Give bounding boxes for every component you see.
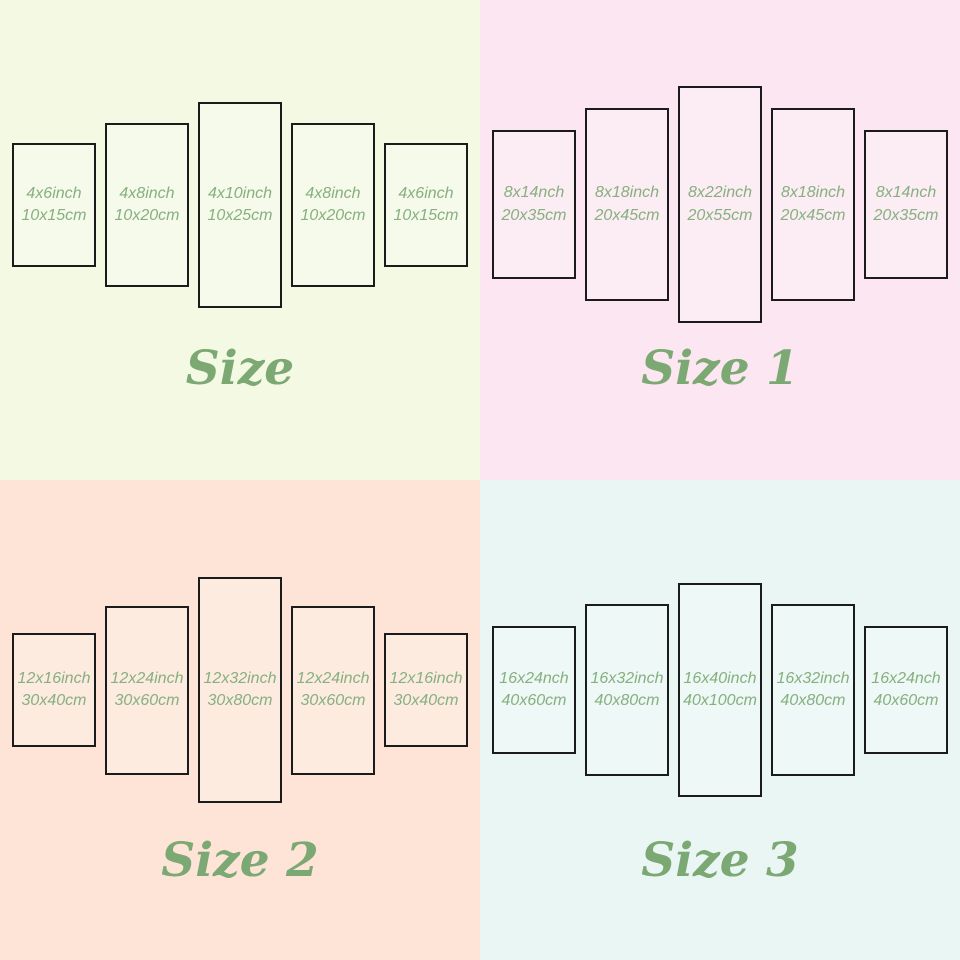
dimension-inch: 12x32inch xyxy=(203,669,277,687)
canvas-panel: 16x32inch 40x80cm xyxy=(771,604,855,776)
canvas-panel: 8x18inch 20x45cm xyxy=(771,108,855,301)
size-title: Size 3 xyxy=(641,833,799,888)
dimension-cm: 30x80cm xyxy=(207,692,273,709)
panel-dimensions: 12x24inch 30x60cm xyxy=(111,668,184,713)
dimension-inch: 4x10inch xyxy=(207,184,273,202)
canvas-panel: 16x24nch 40x60cm xyxy=(864,626,948,754)
canvas-panel: 4x6inch 10x15cm xyxy=(384,143,468,267)
dimension-inch: 16x40inch xyxy=(683,669,757,687)
dimension-cm: 20x45cm xyxy=(780,206,846,224)
dimension-cm: 10x25cm xyxy=(207,207,273,224)
panel-dimensions: 16x24nch 40x60cm xyxy=(499,668,568,713)
panel-row: 12x16inch 30x40cm 12x24inch 30x60cm 12x3… xyxy=(12,577,468,803)
canvas-panel: 4x8inch 10x20cm xyxy=(291,123,375,287)
panel-dimensions: 16x32inch 40x80cm xyxy=(591,668,664,713)
dimension-inch: 16x24nch xyxy=(499,669,569,687)
canvas-panel: 12x24inch 30x60cm xyxy=(291,605,375,775)
canvas-panel: 16x40inch 40x100cm xyxy=(678,583,762,797)
canvas-panel: 8x14nch 20x35cm xyxy=(492,130,576,279)
dimension-inch: 16x24nch xyxy=(871,669,941,687)
dimension-cm: 30x40cm xyxy=(21,692,87,709)
dimension-cm: 30x60cm xyxy=(114,692,180,709)
panel-dimensions: 4x6inch 10x15cm xyxy=(394,183,459,228)
dimension-inch: 4x8inch xyxy=(119,184,175,202)
canvas-panel: 12x32inch 30x80cm xyxy=(198,577,282,803)
panel-dimensions: 4x8inch 10x20cm xyxy=(115,183,180,228)
panel-dimensions: 12x32inch 30x80cm xyxy=(204,668,277,713)
panel-dimensions: 16x40inch 40x100cm xyxy=(683,668,757,713)
dimension-inch: 16x32inch xyxy=(590,669,664,687)
size-title: Size 2 xyxy=(161,833,319,888)
dimension-cm: 10x15cm xyxy=(393,207,459,224)
panel-dimensions: 8x22inch 20x55cm xyxy=(688,182,753,227)
size-title: Size xyxy=(185,341,295,396)
dimension-cm: 10x20cm xyxy=(114,207,180,224)
dimension-cm: 20x35cm xyxy=(873,206,939,224)
canvas-panel: 8x22inch 20x55cm xyxy=(678,86,762,323)
panel-dimensions: 4x10inch 10x25cm xyxy=(208,183,273,228)
dimension-cm: 40x80cm xyxy=(780,692,846,709)
canvas-panel: 12x16inch 30x40cm xyxy=(384,633,468,747)
panel-dimensions: 8x18inch 20x45cm xyxy=(781,182,846,227)
canvas-panel: 12x16inch 30x40cm xyxy=(12,633,96,747)
dimension-inch: 8x22inch xyxy=(687,184,753,202)
dimension-cm: 40x100cm xyxy=(683,692,757,709)
dimension-cm: 20x35cm xyxy=(501,206,567,224)
panel-dimensions: 16x32inch 40x80cm xyxy=(777,668,850,713)
dimension-inch: 4x6inch xyxy=(26,184,82,202)
panel-dimensions: 12x16inch 30x40cm xyxy=(18,668,91,713)
dimension-inch: 8x18inch xyxy=(594,184,660,202)
dimension-cm: 10x20cm xyxy=(300,207,366,224)
panel-dimensions: 16x24nch 40x60cm xyxy=(871,668,940,713)
size-title: Size 1 xyxy=(641,341,799,396)
quadrant-size-2: 12x16inch 30x40cm 12x24inch 30x60cm 12x3… xyxy=(0,480,480,960)
canvas-panel: 4x6inch 10x15cm xyxy=(12,143,96,267)
dimension-cm: 30x60cm xyxy=(300,692,366,709)
panel-dimensions: 8x14nch 20x35cm xyxy=(502,182,567,227)
panel-row: 8x14nch 20x35cm 8x18inch 20x45cm 8x22inc… xyxy=(492,86,948,323)
dimension-inch: 12x16inch xyxy=(17,669,91,687)
canvas-panel: 4x8inch 10x20cm xyxy=(105,123,189,287)
canvas-panel: 4x10inch 10x25cm xyxy=(198,102,282,308)
canvas-panel: 12x24inch 30x60cm xyxy=(105,605,189,775)
dimension-cm: 20x45cm xyxy=(594,206,660,224)
dimension-cm: 10x15cm xyxy=(21,207,87,224)
panel-row: 4x6inch 10x15cm 4x8inch 10x20cm 4x10inch… xyxy=(12,102,468,308)
dimension-inch: 8x14nch xyxy=(503,184,565,202)
panel-dimensions: 12x16inch 30x40cm xyxy=(390,668,463,713)
dimension-cm: 40x60cm xyxy=(873,692,939,709)
canvas-panel: 16x24nch 40x60cm xyxy=(492,626,576,754)
quadrant-size: 4x6inch 10x15cm 4x8inch 10x20cm 4x10inch… xyxy=(0,0,480,480)
quadrant-size-1: 8x14nch 20x35cm 8x18inch 20x45cm 8x22inc… xyxy=(480,0,960,480)
canvas-panel: 16x32inch 40x80cm xyxy=(585,604,669,776)
dimension-inch: 16x32inch xyxy=(776,669,850,687)
dimension-inch: 12x16inch xyxy=(389,669,463,687)
panel-dimensions: 8x14nch 20x35cm xyxy=(874,182,939,227)
dimension-cm: 30x40cm xyxy=(393,692,459,709)
dimension-inch: 8x14nch xyxy=(875,184,937,202)
canvas-panel: 8x18inch 20x45cm xyxy=(585,108,669,301)
quadrant-size-3: 16x24nch 40x60cm 16x32inch 40x80cm 16x40… xyxy=(480,480,960,960)
dimension-inch: 12x24inch xyxy=(110,669,184,687)
panel-row: 16x24nch 40x60cm 16x32inch 40x80cm 16x40… xyxy=(492,583,948,797)
canvas-panel: 8x14nch 20x35cm xyxy=(864,130,948,279)
dimension-inch: 12x24inch xyxy=(296,669,370,687)
dimension-cm: 40x80cm xyxy=(594,692,660,709)
dimension-cm: 20x55cm xyxy=(687,206,753,224)
panel-dimensions: 8x18inch 20x45cm xyxy=(595,182,660,227)
panel-dimensions: 4x6inch 10x15cm xyxy=(22,183,87,228)
dimension-inch: 4x8inch xyxy=(305,184,361,202)
dimension-inch: 8x18inch xyxy=(780,184,846,202)
panel-dimensions: 4x8inch 10x20cm xyxy=(301,183,366,228)
panel-dimensions: 12x24inch 30x60cm xyxy=(297,668,370,713)
dimension-inch: 4x6inch xyxy=(398,184,454,202)
dimension-cm: 40x60cm xyxy=(501,692,567,709)
